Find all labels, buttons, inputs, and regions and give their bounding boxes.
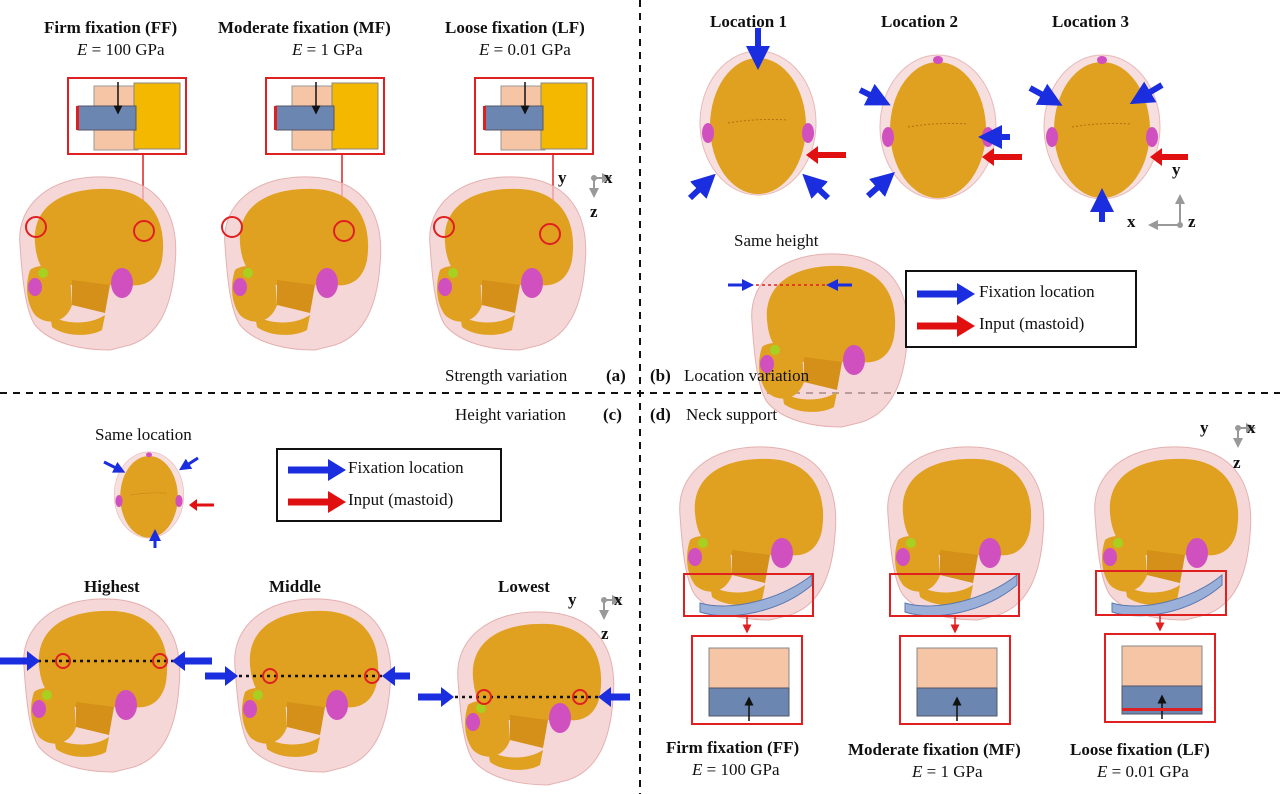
- panel-a-letter: (a): [606, 366, 626, 385]
- legend-b-arrows: [917, 283, 975, 337]
- same-location-label: Same location: [95, 425, 192, 444]
- head-lowest: [457, 611, 615, 786]
- neck-inset-ff: [692, 636, 802, 724]
- head-neck-lf: [1094, 446, 1252, 621]
- axis-a-z: z: [590, 202, 598, 221]
- panel-d-letter: (d): [650, 405, 671, 424]
- panel-a-title-3: Loose fixation (LF): [445, 18, 585, 37]
- neck-inset-mf: [900, 636, 1010, 724]
- panel-d-modulus-3: E = 0.01 GPa: [1097, 762, 1189, 781]
- legend-b-input: Input (mastoid): [979, 314, 1085, 333]
- head-middle: [234, 598, 392, 773]
- legend-c-input: Input (mastoid): [348, 490, 454, 509]
- head-model-ff: [19, 176, 177, 351]
- legend-b-blue-arrow: [957, 283, 975, 305]
- panel-a-title-1: Firm fixation (FF): [44, 18, 178, 37]
- panel-d-title-3: Loose fixation (LF): [1070, 740, 1210, 759]
- axis-a-y: y: [558, 168, 567, 187]
- legend-b: Fixation location Input (mastoid): [905, 270, 1137, 348]
- axis-b-z: z: [1188, 212, 1196, 231]
- axis-c-x: x: [614, 590, 623, 609]
- legend-c: Fixation location Input (mastoid): [276, 448, 502, 522]
- height-highest-label: Highest: [84, 577, 140, 596]
- panel-a-modulus-1: E = 100 GPa: [77, 40, 165, 59]
- location-2-label: Location 2: [881, 12, 958, 31]
- axis-a-x: x: [604, 168, 613, 187]
- height-middle-label: Middle: [269, 577, 321, 596]
- panel-c-art: [0, 451, 630, 786]
- panel-a-caption: Strength variation: [445, 366, 568, 385]
- panel-d-title-2: Moderate fixation (MF): [848, 740, 1021, 759]
- clamp-inset-mf: [266, 78, 384, 154]
- head-top-loc3: [1043, 54, 1161, 200]
- head-neck-mf: [887, 446, 1045, 621]
- legend-c-arrows: [288, 459, 346, 513]
- legend-c-blue-arrow: [328, 459, 346, 481]
- clamp-inset-lf: [475, 78, 593, 154]
- panel-d-title-1: Firm fixation (FF): [666, 738, 800, 757]
- head-top-same-location: [113, 451, 185, 539]
- legend-c-red-arrow: [328, 491, 346, 513]
- panel-a-modulus-3: E = 0.01 GPa: [479, 40, 571, 59]
- panel-a-title-2: Moderate fixation (MF): [218, 18, 391, 37]
- head-top-loc1: [699, 50, 817, 196]
- legend-b-fixation: Fixation location: [979, 282, 1095, 301]
- head-model-lf: [429, 176, 587, 351]
- axis-d-y: y: [1200, 418, 1209, 437]
- axis-c-z: z: [601, 624, 609, 643]
- location-1-label: Location 1: [710, 12, 787, 31]
- panel-d-modulus-1: E = 100 GPa: [692, 760, 780, 779]
- panel-c-caption: Height variation: [455, 405, 566, 424]
- head-top-loc2: [879, 54, 997, 200]
- axis-d-x: x: [1247, 418, 1256, 437]
- axis-d-z: z: [1233, 453, 1241, 472]
- panel-d-caption: Neck support: [686, 405, 778, 424]
- head-highest: [23, 598, 181, 773]
- panel-b-caption: Location variation: [684, 366, 810, 385]
- axis-b-x: x: [1127, 212, 1136, 231]
- panel-a-modulus-2: E = 1 GPa: [292, 40, 363, 59]
- panel-d-art: [679, 425, 1254, 724]
- legend-c-fixation: Fixation location: [348, 458, 464, 477]
- panel-a-art: [19, 78, 610, 351]
- clamp-inset-ff: [68, 78, 186, 154]
- axis-c-y: y: [568, 590, 577, 609]
- same-height-label: Same height: [734, 231, 819, 250]
- legend-b-red-arrow: [957, 315, 975, 337]
- panel-d-modulus-2: E = 1 GPa: [912, 762, 983, 781]
- panel-b-letter: (b): [650, 366, 671, 385]
- head-same-height: [751, 253, 909, 428]
- panel-c-letter: (c): [603, 405, 622, 424]
- panel-b-art: [687, 28, 1188, 428]
- location-3-label: Location 3: [1052, 12, 1129, 31]
- height-lowest-label: Lowest: [498, 577, 550, 596]
- axis-b-y: y: [1172, 160, 1181, 179]
- head-model-mf: [224, 176, 382, 351]
